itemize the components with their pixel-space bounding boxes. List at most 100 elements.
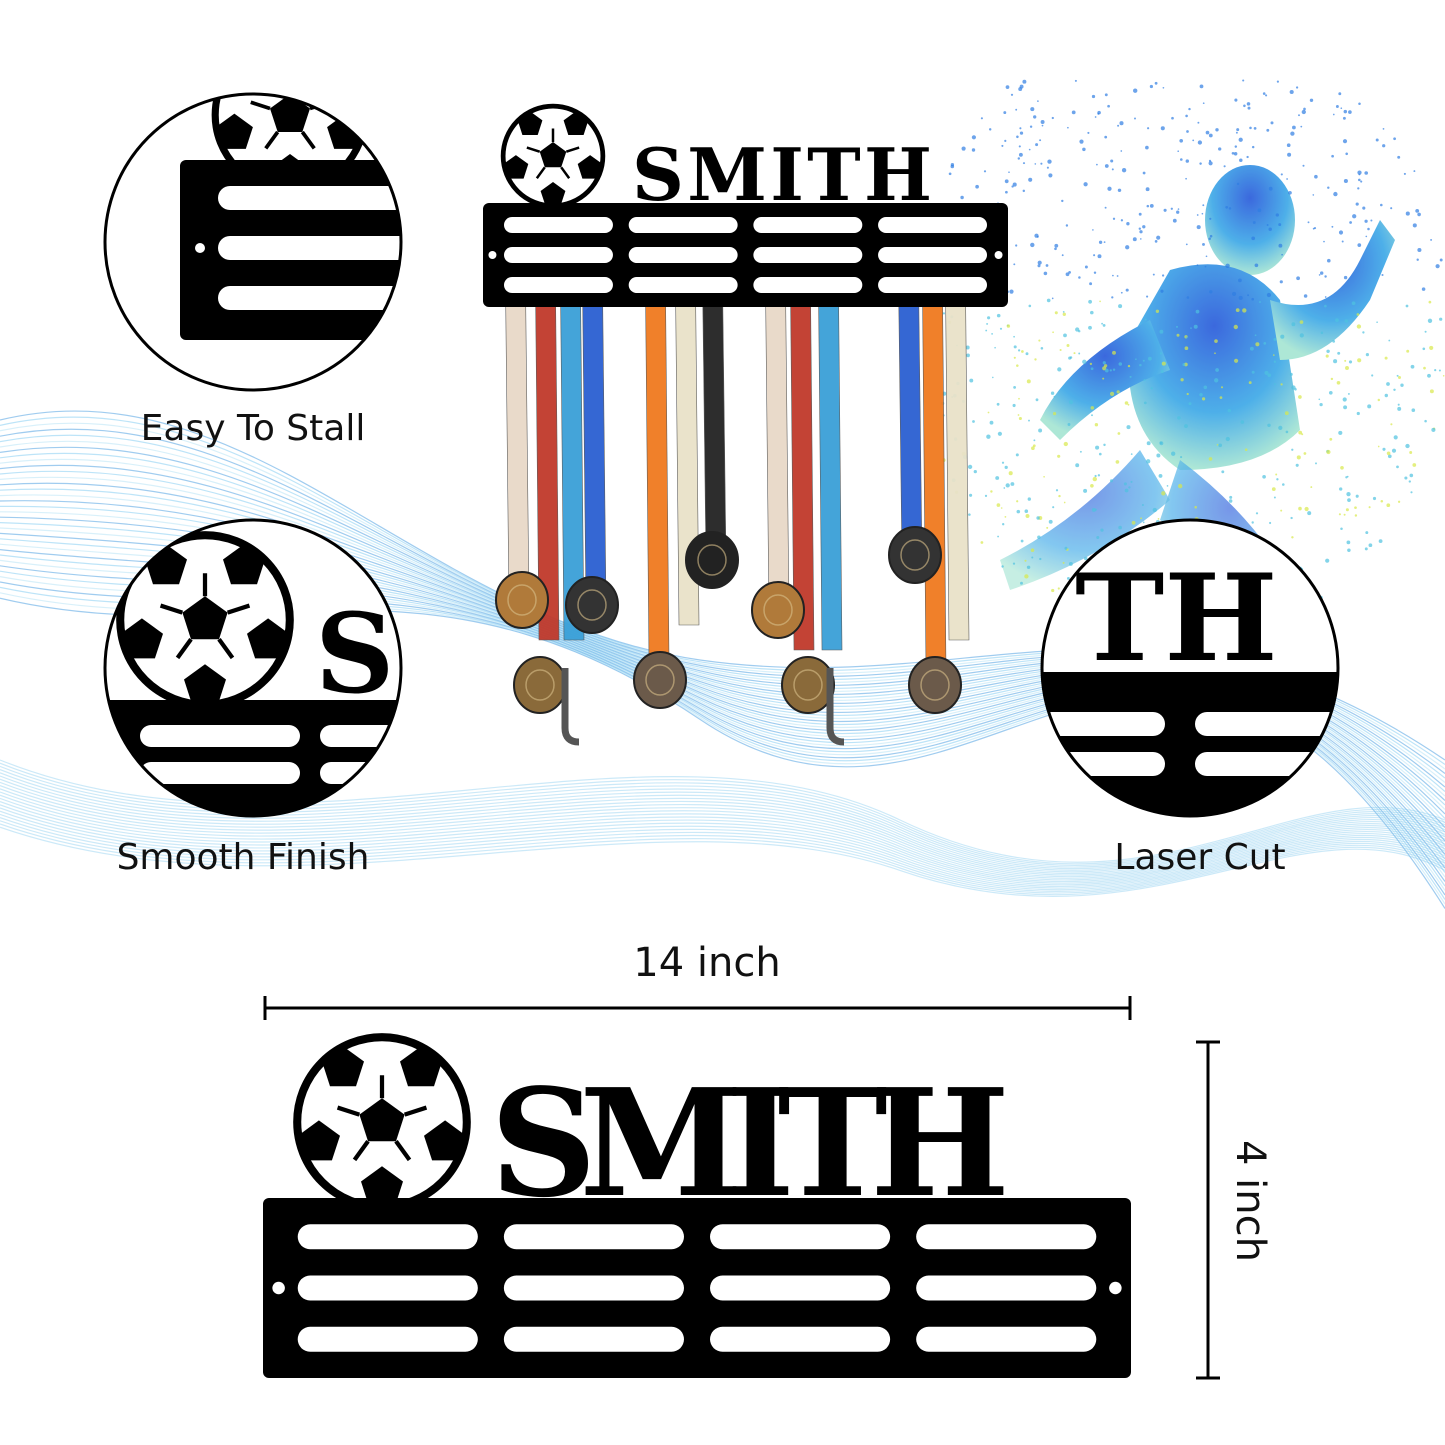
particle-dot: [1015, 453, 1019, 457]
particle-dot: [1417, 212, 1421, 217]
particle-dot: [1120, 219, 1124, 222]
particle-dot: [1307, 511, 1312, 516]
particle-dot: [1278, 243, 1283, 248]
particle-dot: [1309, 98, 1314, 102]
particle-dot: [1068, 561, 1073, 566]
particle-dot: [1177, 150, 1180, 153]
particle-dot: [1065, 224, 1069, 227]
particle-dot: [1156, 453, 1161, 458]
particle-dot: [960, 195, 964, 200]
particle-dot: [1197, 140, 1203, 145]
particle-dot: [1312, 227, 1315, 230]
particle-dot: [1218, 147, 1222, 151]
particle-dot: [1021, 350, 1024, 353]
particle-dot: [1177, 208, 1180, 210]
particle-dot: [1431, 427, 1436, 432]
particle-dot: [1325, 354, 1329, 358]
particle-dot: [1063, 333, 1067, 338]
particle-dot: [1291, 536, 1294, 539]
particle-dot: [1061, 199, 1064, 203]
particle-dot: [1325, 558, 1330, 563]
caption-easy-to-stall: Easy To Stall: [140, 408, 366, 449]
particle-dot: [1043, 475, 1045, 478]
particle-dot: [1312, 194, 1315, 196]
particle-dot: [1067, 423, 1071, 426]
particle-dot: [1102, 361, 1106, 365]
particle-dot: [1038, 339, 1041, 342]
particle-dot: [1192, 139, 1195, 142]
particle-dot: [1037, 535, 1041, 540]
particle-dot: [1142, 521, 1145, 524]
particle-dot: [1340, 465, 1344, 470]
particle-dot: [1205, 130, 1210, 135]
particle-dot: [950, 163, 955, 167]
particle-dot: [1104, 93, 1108, 97]
particle-dot: [1024, 559, 1027, 562]
wave-line: [0, 797, 1445, 883]
particle-dot: [1190, 327, 1192, 329]
particle-dot: [1109, 369, 1112, 372]
particle-dot: [1090, 367, 1094, 371]
particle-dot: [1005, 483, 1010, 488]
particle-dot: [1341, 240, 1344, 243]
particle-dot: [1116, 390, 1120, 394]
particle-dot: [1013, 263, 1016, 266]
particle-dot: [1266, 128, 1270, 132]
particle-dot: [1356, 313, 1360, 316]
particle-dot: [1061, 254, 1064, 257]
photo-name-text: SMITH: [632, 132, 932, 217]
particle-dot: [1409, 473, 1414, 478]
particle-dot: [1115, 460, 1120, 464]
particle-dot: [1118, 362, 1123, 366]
particle-dot: [1030, 242, 1035, 248]
particle-dot: [1364, 171, 1368, 175]
particle-dot: [1354, 506, 1357, 510]
wave-line: [0, 817, 1445, 893]
particle-dot: [1386, 451, 1391, 456]
particle-dot: [1416, 258, 1419, 261]
particle-dot: [1209, 234, 1213, 238]
particle-dot: [1201, 397, 1206, 401]
particle-dot: [1008, 471, 1013, 476]
particle-dot: [1031, 446, 1035, 451]
particle-dot: [1319, 402, 1323, 407]
particle-dot: [1404, 476, 1408, 480]
particle-dot: [1038, 428, 1043, 433]
particle-dot: [1247, 294, 1250, 297]
particle-dot: [1107, 104, 1110, 108]
particle-dot: [1397, 406, 1402, 411]
particle-dot: [1274, 383, 1276, 385]
particle-dot: [1355, 494, 1359, 498]
particle-dot: [1287, 152, 1292, 157]
particle-dot: [1380, 203, 1383, 207]
particle-dot: [966, 353, 970, 358]
particle-dot: [1358, 178, 1361, 182]
particle-dot: [1343, 275, 1348, 280]
particle-dot: [1031, 556, 1034, 559]
particle-dot: [1278, 223, 1282, 227]
particle-dot: [1335, 105, 1339, 108]
particle-dot: [1333, 191, 1338, 197]
particle-dot: [1203, 385, 1208, 390]
particle-dot: [1063, 441, 1068, 447]
particle-dot: [1127, 403, 1130, 406]
particle-dot: [1352, 214, 1357, 219]
particle-dot: [1083, 182, 1088, 187]
particle-dot: [1265, 94, 1268, 97]
particle-dot: [1030, 107, 1035, 112]
particle-dot: [1064, 546, 1068, 550]
particle-dot: [1234, 358, 1239, 363]
particle-dot: [1040, 162, 1043, 165]
particle-dot: [1034, 358, 1037, 361]
particle-dot: [1396, 374, 1399, 377]
particle-dot: [1019, 84, 1024, 89]
wave-line: [0, 820, 1445, 894]
particle-dot: [1346, 540, 1351, 545]
particle-dot: [1234, 145, 1238, 148]
particle-dot: [1138, 212, 1142, 216]
particle-dot: [1378, 539, 1383, 543]
particle-dot: [1091, 414, 1093, 417]
particle-dot: [1094, 116, 1097, 118]
particle-dot: [1020, 539, 1024, 543]
